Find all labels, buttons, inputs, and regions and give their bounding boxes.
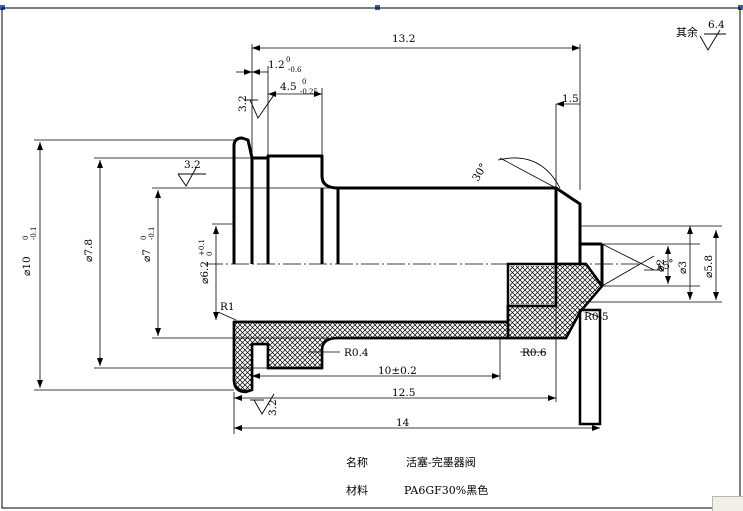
dim-dia-outer-tol-upper: 0 [22, 236, 30, 240]
dim-dia-7-tol-upper: 0 [140, 236, 148, 240]
roughness-general-value: 6.4 [708, 19, 725, 31]
dim-overall-13-2: 13.2 [392, 33, 415, 45]
dim-dia-7: ⌀7 [141, 249, 153, 262]
roughness-mid-left: 3.2 [184, 159, 201, 171]
dim-dia-5-8: ⌀5.8 [703, 255, 715, 278]
dim-tip-length: 1.5 [562, 93, 579, 105]
dimension-lines [34, 44, 722, 434]
dim-r1: R1 [220, 301, 235, 313]
roughness-bottom-left: 3.2 [267, 399, 279, 416]
dim-dia-bore: ⌀6.2 [199, 261, 211, 284]
dim-dia-bore-tol-upper: +0.1 [198, 239, 206, 256]
resize-corner[interactable] [712, 496, 743, 511]
title-material-label: 材料 [346, 483, 368, 497]
dim-len-14: 14 [396, 417, 410, 429]
dim-r0-5: R0.5 [584, 311, 609, 323]
dim-dia-7-8: ⌀7.8 [83, 239, 95, 262]
dim-flange-tol-lower: -0.6 [288, 66, 302, 74]
dim-dia-3: ⌀3 [677, 261, 689, 274]
dim-r0-4: R0.4 [344, 347, 369, 359]
title-material-value: PA6GF30%黑色 [404, 483, 488, 497]
dim-angle-30: 30° [470, 161, 490, 183]
roughness-general-label: 其余 [676, 25, 698, 39]
dim-len-12-5: 12.5 [392, 387, 415, 399]
dim-dia-bore-tol-lower: 0 [206, 252, 214, 256]
dim-flange-tol-upper: 0 [286, 56, 290, 64]
dim-dia-outer: ⌀10 [21, 256, 33, 276]
dim-dia-2: ⌀2 [655, 259, 667, 272]
tip-outline [578, 308, 602, 426]
title-name-value: 活塞-完墨器阀 [406, 455, 476, 469]
drawing-frame [1, 7, 741, 509]
dim-collar: 4.5 [280, 81, 297, 93]
dim-angle-45: 45° [655, 257, 677, 275]
roughness-symbols [177, 29, 726, 415]
dim-r0-6: R0.6 [522, 347, 547, 359]
dim-collar-tol-lower: -0.25 [300, 88, 318, 96]
dim-len-10: 10±0.2 [378, 365, 417, 377]
dim-collar-tol-upper: 0 [302, 78, 306, 86]
dim-dia-7-tol-lower: -0.1 [148, 227, 156, 241]
dim-flange: 1.2 [268, 59, 285, 71]
roughness-top-left: 3.2 [237, 95, 249, 112]
title-name-label: 名称 [346, 455, 368, 469]
dim-dia-outer-tol-lower: -0.1 [30, 227, 38, 241]
